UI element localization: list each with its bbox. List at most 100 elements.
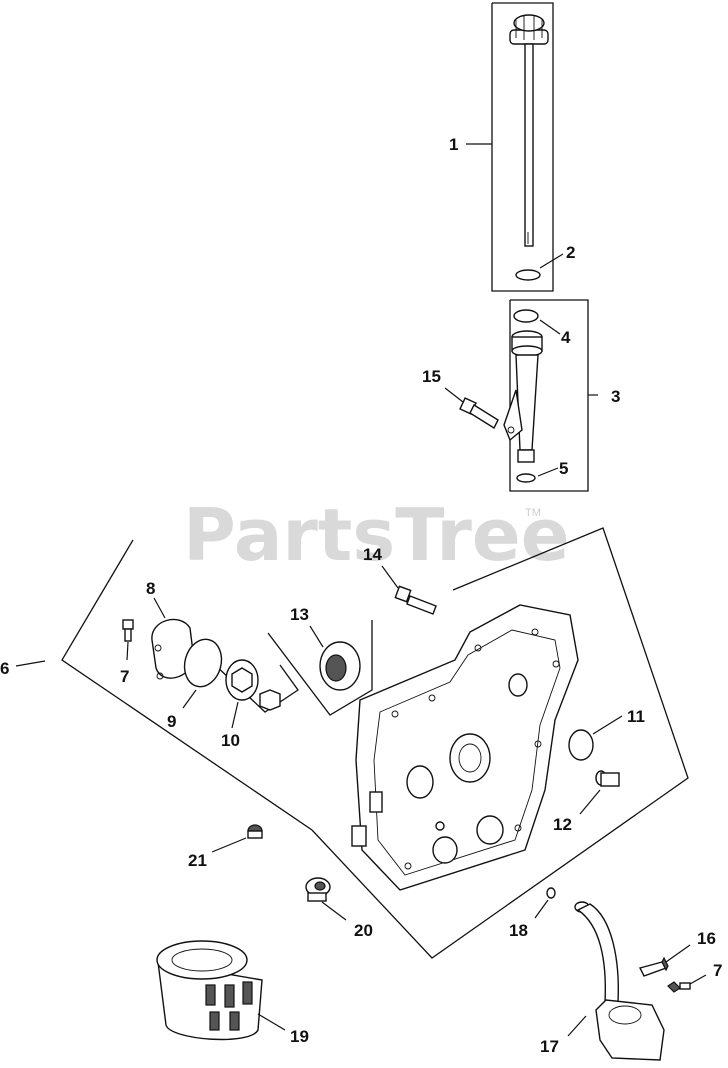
screw-7b-shank — [679, 982, 691, 990]
leader-7a — [126, 641, 129, 661]
callout-16: 16 — [697, 929, 716, 948]
o-ring-part-2 — [515, 269, 541, 281]
o-ring-part-11 — [568, 729, 594, 761]
closure-plate-boss-lower-right — [476, 815, 504, 845]
callout-14: 14 — [363, 545, 382, 564]
dipstick-group-outline — [491, 2, 554, 292]
leader-9 — [182, 689, 197, 709]
oil-filter-flute — [209, 1011, 220, 1031]
oil-filter-flute — [224, 984, 235, 1008]
closure-plate-lower-tab — [351, 825, 367, 847]
callout-10: 10 — [221, 731, 240, 750]
leader-lines — [15, 143, 707, 1037]
gear-10-rotor — [259, 689, 281, 711]
seal-group-outline — [267, 620, 373, 716]
leader-15 — [444, 387, 464, 403]
closure-plate-group-outline — [61, 527, 689, 959]
closure-plate-bolt-hole — [474, 644, 482, 652]
cover-8-hole — [154, 644, 162, 652]
watermark-text: PartsTree — [183, 493, 570, 577]
fitting-12-body — [600, 772, 620, 787]
leader-16 — [665, 944, 691, 963]
closure-plate-boss-center-inner — [458, 743, 482, 773]
bracket-part-16 — [638, 956, 669, 977]
closure-plate-boss-center — [449, 733, 491, 783]
leader-7b — [689, 974, 707, 985]
closure-plate-bolt-hole — [391, 710, 399, 718]
closure-plate-flange — [373, 629, 561, 876]
screw-part-7a — [122, 619, 134, 642]
leader-21 — [211, 837, 247, 853]
leader-8 — [153, 597, 166, 619]
dipstick-part — [509, 14, 549, 247]
oil-filter-top-inner — [171, 948, 233, 972]
plug-part-21 — [247, 824, 263, 839]
leader-10 — [231, 701, 239, 729]
leader-5 — [537, 467, 559, 477]
dipstick-tube-part — [503, 330, 543, 463]
callout-21: 21 — [188, 851, 207, 870]
callout-4: 4 — [561, 328, 571, 347]
o-ring-part-5 — [516, 473, 536, 483]
callout-15: 15 — [422, 367, 441, 386]
leader-4 — [539, 319, 561, 335]
callout-20: 20 — [354, 921, 373, 940]
screw-7a-shank — [124, 628, 132, 642]
tube-mount-hole — [507, 426, 515, 434]
callout-1: 1 — [449, 135, 458, 154]
gear-part-10 — [225, 659, 281, 711]
closure-plate-bolt-hole — [534, 740, 542, 748]
bolt-15-shank — [469, 403, 499, 430]
closure-plate-part — [351, 604, 579, 891]
callout-9: 9 — [167, 712, 176, 731]
leader-19 — [257, 1013, 286, 1031]
oil-filter-top — [156, 940, 248, 980]
callout-19: 19 — [290, 1027, 309, 1046]
plug-21-body — [247, 830, 263, 839]
callout-5: 5 — [559, 459, 568, 478]
callout-17: 17 — [540, 1037, 559, 1056]
pickup-17-housing — [595, 999, 665, 1061]
callout-2: 2 — [566, 243, 575, 262]
seal-13-inner — [325, 654, 347, 682]
gear-10-inner — [231, 667, 253, 693]
screw-7a-head — [122, 619, 134, 630]
tube-bottom-end — [517, 449, 535, 463]
plug-20-socket — [314, 881, 326, 891]
closure-plate-bolt-hole — [514, 824, 522, 832]
plug-part-20 — [305, 877, 331, 902]
callout-8: 8 — [146, 579, 155, 598]
oil-filter-flute — [242, 981, 253, 1005]
closure-plate-tab — [369, 791, 383, 813]
closure-plate-bolt-hole — [428, 694, 436, 702]
closure-plate-bolt-hole — [552, 660, 560, 668]
callout-11: 11 — [627, 707, 645, 726]
leader-20 — [321, 901, 347, 921]
callout-3: 3 — [611, 387, 620, 406]
oil-filter-flute — [205, 984, 216, 1006]
leader-13 — [309, 625, 324, 648]
oil-filter-part-19 — [156, 940, 263, 1041]
bolt-part-14 — [394, 585, 437, 615]
gasket-part-9 — [183, 638, 223, 688]
seal-part-13 — [319, 641, 361, 691]
o-ring-part-18 — [546, 887, 556, 899]
bracket-16-plate — [638, 961, 668, 977]
callout-12: 12 — [553, 815, 572, 834]
callout-labels: 1 2 3 4 5 15 14 13 8 6 7 9 10 11 12 21 2… — [0, 135, 722, 1056]
cover-8-hole — [156, 672, 164, 680]
callout-7a: 7 — [120, 667, 129, 686]
bolt-14-head — [394, 585, 412, 603]
leader-11 — [592, 715, 623, 735]
closure-plate-pin — [435, 821, 445, 831]
leader-17 — [567, 1015, 587, 1037]
leader-14 — [381, 565, 399, 589]
leader-6 — [15, 660, 46, 667]
pickup-part-17 — [574, 901, 665, 1061]
callout-13: 13 — [290, 605, 309, 624]
dipstick-rod — [524, 43, 534, 247]
screw-7b-head — [667, 981, 681, 993]
callout-6: 6 — [0, 659, 9, 678]
bracket-16-bend — [661, 956, 669, 972]
bolt-14-shank — [406, 595, 437, 615]
